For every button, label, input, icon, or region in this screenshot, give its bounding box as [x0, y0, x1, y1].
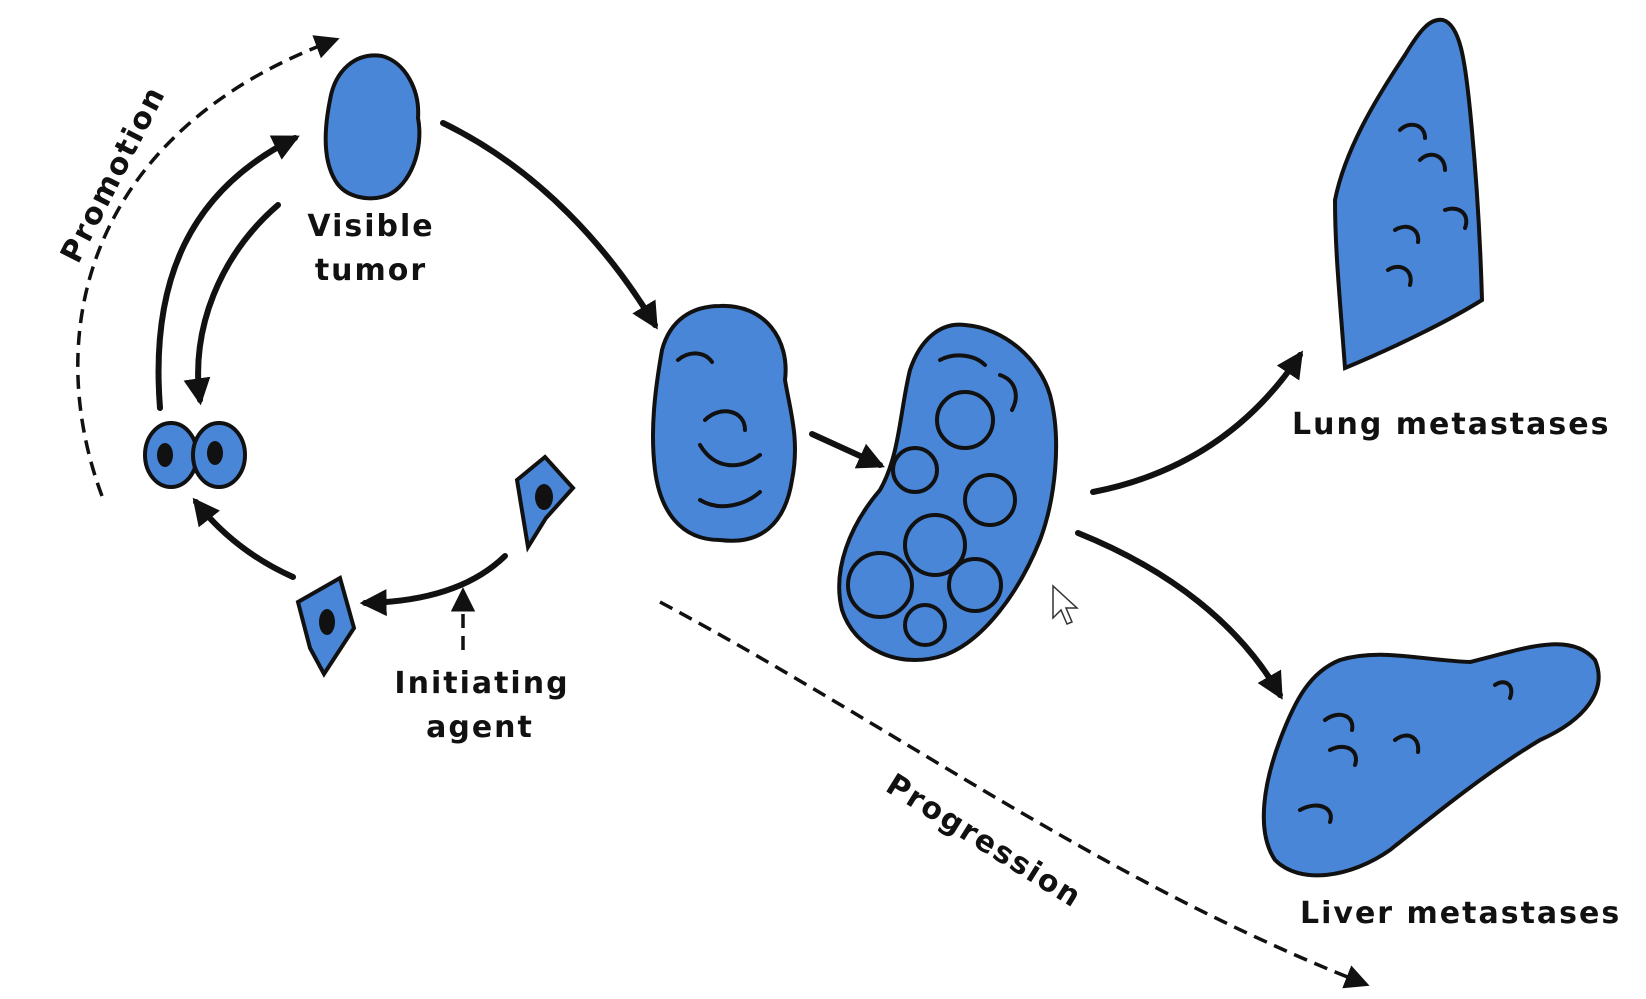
cursor-pointer-icon — [1052, 584, 1079, 625]
arrow-to-liver — [1075, 530, 1283, 700]
visible-tumor-label-line2: tumor — [315, 253, 427, 288]
initiating-agent-label-line2: agent — [426, 710, 534, 745]
lung-metastases-label: Lung metastases — [1292, 407, 1610, 442]
progression-arrow — [659, 600, 1370, 989]
large-tumor — [651, 303, 797, 543]
cycle-arrow-to-dividing — [192, 497, 296, 580]
visible-tumor-label-line1: Visible — [307, 209, 434, 244]
promotion-label: Promotion — [54, 80, 173, 269]
cycle-arrow-to-initiated — [359, 553, 508, 617]
visible-tumor — [323, 53, 422, 201]
cycle-arrow-up — [155, 135, 300, 411]
advanced-tumor — [837, 322, 1059, 662]
initiated-cell — [295, 574, 357, 678]
lung-metastasis — [1332, 17, 1485, 371]
normal-cell — [514, 454, 576, 553]
dividing-cells — [143, 421, 247, 489]
arrow-to-tumor — [440, 120, 658, 330]
arrow-to-lung — [1090, 350, 1303, 495]
liver-metastasis — [1261, 642, 1601, 878]
cycle-arrow-down — [183, 202, 281, 406]
liver-metastases-label: Liver metastases — [1300, 896, 1621, 931]
promotion-arrow — [76, 35, 340, 497]
initiating-agent-label-line1: Initiating — [394, 666, 569, 701]
arrow-to-advanced-tumor — [809, 431, 885, 469]
